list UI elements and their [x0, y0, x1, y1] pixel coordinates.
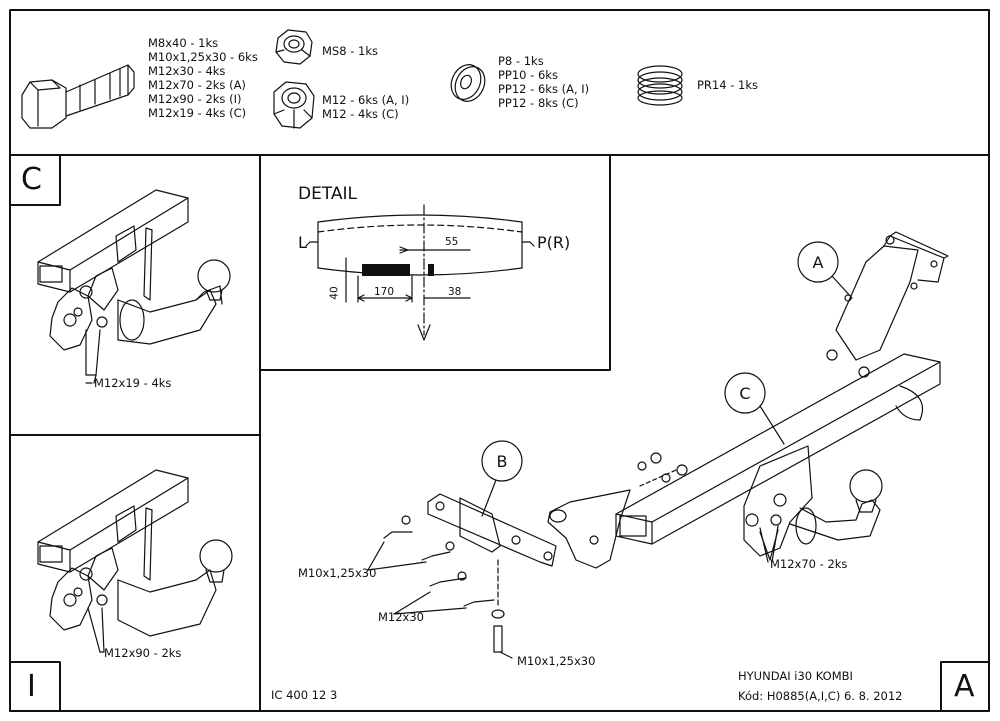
bolt-item: M12x30 - 4ks — [148, 64, 226, 78]
washer-item: P8 - 1ks — [498, 54, 544, 68]
drawing-kod: Kód: H0885(A,I,C) 6. 8. 2012 — [738, 689, 903, 703]
detail-left-label: L — [298, 233, 307, 252]
bolt-item: M12x19 - 4ks (C) — [148, 106, 247, 120]
assembly-drawing — [367, 231, 949, 659]
panel-i-bolt-label: M12x90 - 2ks — [104, 646, 182, 660]
detail-box — [259, 154, 611, 371]
dim-38: 38 — [448, 286, 462, 298]
spring-washer-icon — [637, 65, 683, 106]
m10-lower-label: M10x1,25x30 — [517, 654, 596, 668]
detail-drawing — [305, 204, 535, 341]
washer-item: PP12 - 8ks (C) — [498, 96, 579, 110]
panel-i-box — [9, 661, 61, 712]
vehicle-model: HYUNDAI i30 KOMBI — [738, 669, 853, 683]
bolt-item: M10x1,25x30 - 6ks — [148, 50, 258, 64]
washer-item: PP10 - 6ks — [498, 68, 558, 82]
washer-list: P8 - 1ks PP10 - 6ks PP12 - 6ks (A, I) PP… — [498, 54, 589, 110]
callout-a-circle — [797, 241, 839, 283]
spring-label: PR14 - 1ks — [697, 78, 758, 92]
panel-i-drawing — [37, 469, 233, 653]
washer-icon — [450, 64, 486, 102]
callout-a: A — [812, 253, 824, 272]
panel-c-box — [9, 154, 61, 206]
panel-i-letter: I — [27, 669, 36, 704]
m12x70-label: M12x70 - 2ks — [770, 557, 848, 571]
m12x30-label: M12x30 — [378, 610, 424, 624]
outer-frame — [9, 9, 990, 712]
dim-40: 40 — [328, 286, 341, 300]
callout-b: B — [496, 452, 508, 471]
nut-m12-icon — [273, 81, 315, 129]
bolt-item: M12x70 - 2ks (A) — [148, 78, 246, 92]
callout-b-circle — [481, 440, 523, 482]
bolt-icon — [21, 64, 135, 129]
drawing-code: IC 400 12 3 — [271, 688, 338, 702]
nut-ms8-icon — [275, 29, 313, 65]
panel-c-drawing — [37, 189, 231, 384]
callout-c: C — [739, 384, 751, 403]
bolt-item: M8x40 - 1ks — [148, 36, 219, 50]
detail-right-label: P(R) — [537, 233, 571, 252]
dim-170: 170 — [374, 286, 395, 298]
panel-c-bolt-label: M12x19 - 4ks — [94, 376, 172, 390]
nut-item: M12 - 6ks (A, I) — [322, 93, 410, 107]
detail-title: DETAIL — [298, 184, 358, 204]
callout-c-circle — [724, 372, 766, 414]
m10-upper-label: M10x1,25x30 — [298, 566, 377, 580]
bolt-list: M8x40 - 1ks M10x1,25x30 - 6ks M12x30 - 4… — [148, 36, 258, 120]
nut-m12-list: M12 - 6ks (A, I) M12 - 4ks (C) — [322, 93, 409, 121]
panel-a-box — [940, 661, 990, 712]
washer-item: PP12 - 6ks (A, I) — [498, 82, 590, 96]
nut-item: M12 - 4ks (C) — [322, 107, 399, 121]
bolt-item: M12x90 - 2ks (I) — [148, 92, 242, 106]
nut-ms8-label: MS8 - 1ks — [322, 44, 378, 58]
dim-55: 55 — [445, 236, 459, 248]
panel-a-letter: A — [954, 669, 975, 704]
panel-c-letter: C — [21, 162, 42, 197]
